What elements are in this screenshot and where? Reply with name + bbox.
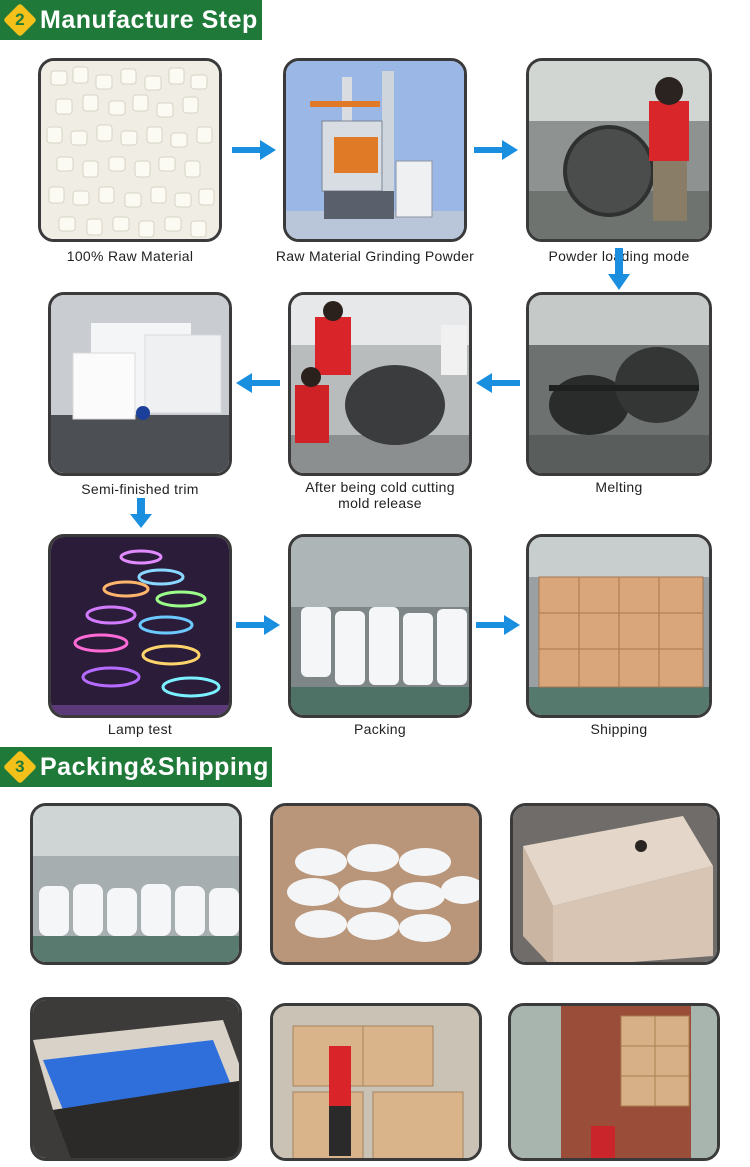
packing-photo-6 <box>508 1003 720 1161</box>
arrow-down-icon <box>130 498 152 528</box>
step-caption: Shipping <box>590 721 648 737</box>
packing-photo-3 <box>510 803 720 965</box>
step-number-badge: 3 <box>3 750 37 784</box>
arrow-right-icon <box>232 140 276 160</box>
arrow-left-icon <box>236 373 280 393</box>
arrow-right-icon <box>476 615 520 635</box>
arrow-left-icon <box>476 373 520 393</box>
semi-finished-photo <box>48 292 232 476</box>
cold-cutting-photo <box>288 292 472 476</box>
step-number-badge: 2 <box>3 3 37 37</box>
packing-header: 3 Packing&Shipping <box>0 747 272 787</box>
step-caption: Packing <box>354 721 406 737</box>
manufacture-header: 2 Manufacture Step <box>0 0 262 40</box>
manufacture-title: Manufacture Step <box>40 5 258 34</box>
packing-photo-5 <box>270 1003 482 1161</box>
step-caption: Melting <box>595 479 643 495</box>
arrow-down-icon <box>608 248 630 290</box>
powder-loading-photo <box>526 58 712 242</box>
step-caption: Semi-finished trim <box>81 481 199 497</box>
step-caption: Raw Material Grinding Powder <box>275 248 475 264</box>
step-caption: 100% Raw Material <box>66 248 194 264</box>
grinding-machine-photo <box>283 58 467 242</box>
step-caption-line2: mold release <box>338 495 422 511</box>
lamp-test-photo <box>48 534 232 718</box>
step-caption: Lamp test <box>107 721 173 737</box>
raw-material-photo <box>38 58 222 242</box>
shipping-photo <box>526 534 712 718</box>
packing-title: Packing&Shipping <box>40 752 269 781</box>
melting-photo <box>526 292 712 476</box>
packing-photo-4 <box>30 997 242 1161</box>
arrow-right-icon <box>236 615 280 635</box>
arrow-right-icon <box>474 140 518 160</box>
packing-photo-2 <box>270 803 482 965</box>
packing-photo-1 <box>30 803 242 965</box>
step-caption: After being cold cutting <box>305 479 455 495</box>
packing-photo <box>288 534 472 718</box>
